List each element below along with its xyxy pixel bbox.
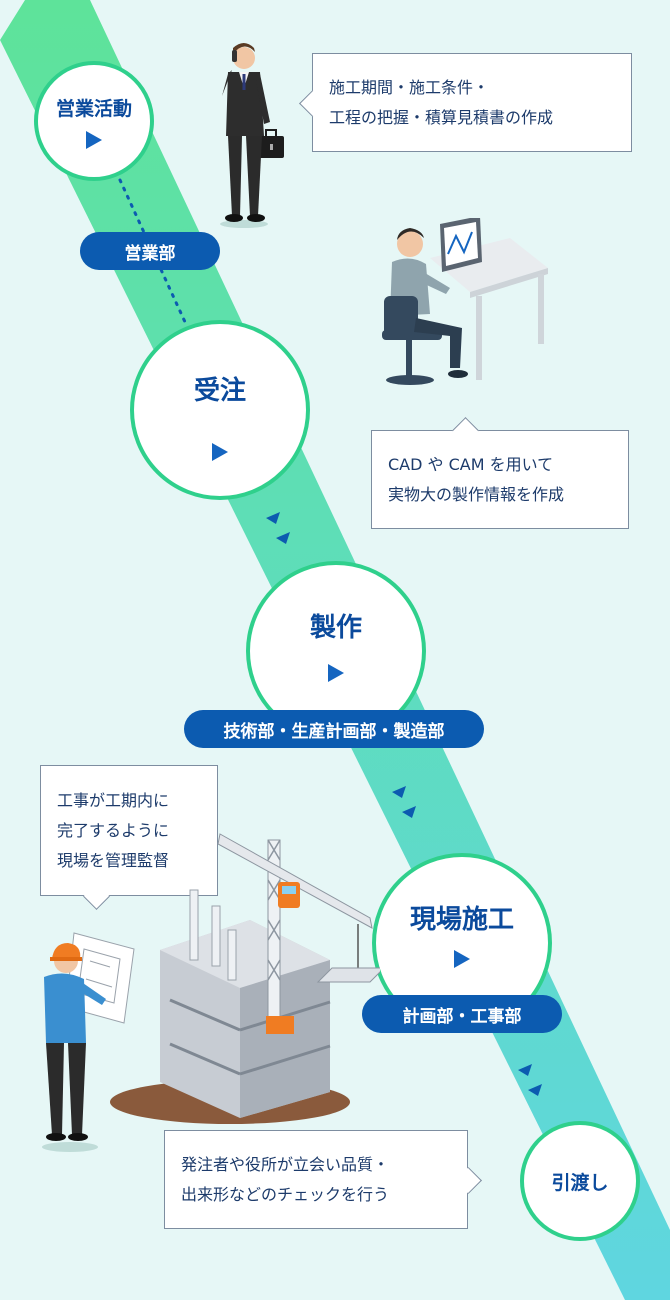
businessman-illustration	[220, 43, 284, 228]
note-construction: 工事が工期内に 完了するように 現場を管理監督	[40, 765, 218, 910]
construction-site-illustration	[110, 833, 380, 1124]
step-sales: 営業活動	[34, 61, 154, 181]
double-chevron-down-icon	[392, 786, 416, 818]
play-triangle-icon	[86, 130, 102, 149]
step-label: 営業活動	[55, 97, 132, 120]
step-label: 現場施工	[409, 904, 514, 935]
department-badge-fabrication: 技術部・生産計画部・製造部	[184, 710, 484, 748]
note-sales: 施工期間・施工条件・ 工程の把握・積算見積書の作成	[299, 53, 632, 152]
note-line: 工事が工期内に	[57, 790, 170, 810]
step-handover: 引渡し	[520, 1121, 640, 1241]
note-line: CAD や CAM を用いて	[388, 454, 554, 474]
step-order: 受注	[130, 320, 310, 500]
play-triangle-icon	[212, 442, 228, 461]
note-line: 施工期間・施工条件・	[329, 77, 490, 97]
site-supervisor-illustration	[42, 932, 135, 1152]
note-line: 実物大の製作情報を作成	[388, 484, 565, 504]
play-triangle-icon	[328, 663, 344, 682]
step-label: 製作	[309, 612, 362, 643]
note-line: 発注者や役所が立会い品質・	[181, 1154, 390, 1174]
play-triangle-icon	[454, 949, 470, 968]
note-line: 工程の把握・積算見積書の作成	[329, 107, 554, 127]
double-chevron-down-icon	[266, 512, 290, 544]
step-label: 引渡し	[551, 1171, 609, 1194]
department-badge-construction: 計画部・工事部	[362, 995, 562, 1033]
department-badge-sales: 営業部	[80, 232, 220, 270]
note-order: CAD や CAM を用いて 実物大の製作情報を作成	[371, 417, 629, 529]
note-line: 完了するように	[57, 820, 170, 840]
note-line: 出来形などのチェックを行う	[181, 1184, 390, 1204]
cad-operator-illustration	[382, 218, 548, 385]
double-chevron-down-icon	[518, 1064, 542, 1096]
step-label: 受注	[193, 375, 246, 406]
note-line: 現場を管理監督	[57, 850, 170, 870]
note-handover: 発注者や役所が立会い品質・ 出来形などのチェックを行う	[164, 1130, 482, 1229]
